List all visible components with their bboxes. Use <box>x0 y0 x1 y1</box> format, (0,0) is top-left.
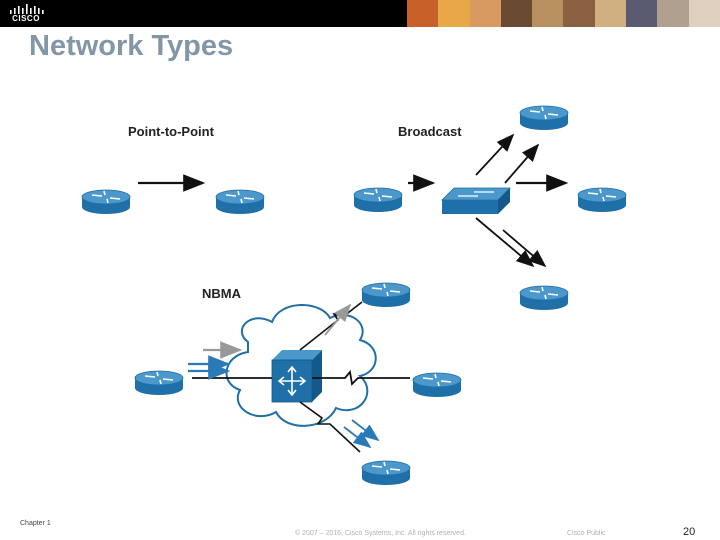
broadcast-router-right <box>577 187 627 213</box>
broadcast-arrow-up-2 <box>504 143 540 184</box>
nbma-arrow-top-gray <box>324 303 352 336</box>
nbma-router-top <box>361 282 411 308</box>
nbma-label: NBMA <box>202 286 242 301</box>
broadcast-arrow-down-2 <box>502 229 547 268</box>
nbma-arrow-bottom-blue <box>343 426 372 449</box>
point-to-point-label: Point-to-Point <box>128 124 215 139</box>
nbma-router-right <box>412 372 462 398</box>
header-photo-9 <box>657 0 689 27</box>
cisco-logo: CISCO <box>8 3 44 25</box>
broadcast-router-bottom <box>519 285 569 311</box>
broadcast-router-left <box>353 187 403 213</box>
header-photo-4 <box>500 0 533 27</box>
broadcast-switch <box>441 187 511 214</box>
nbma-router-left <box>134 370 184 396</box>
broadcast-label: Broadcast <box>398 124 462 139</box>
top-banner: CISCO <box>0 0 720 27</box>
nbma-link-bottom <box>299 401 361 453</box>
slide-title: Network Types <box>29 30 234 62</box>
header-photo-2 <box>438 0 470 27</box>
broadcast-arrow-up-1 <box>475 133 515 176</box>
nbma-arrow-bottom-blue-2 <box>351 419 380 442</box>
nbma-router-bottom <box>361 460 411 486</box>
page-number: 20 <box>683 526 696 538</box>
cisco-logo-text: CISCO <box>12 14 40 23</box>
header-photo-3 <box>469 0 501 27</box>
chapter-label: Chapter 1 <box>20 520 51 527</box>
nbma-link-right <box>312 369 410 386</box>
header-photo-10 <box>688 0 720 27</box>
nbma-frame-switch <box>271 350 322 403</box>
header-photo-7 <box>594 0 627 27</box>
frame-switch-arrows-icon <box>277 365 307 397</box>
header-photo-6 <box>563 0 595 27</box>
cisco-bridge-icon <box>10 4 44 14</box>
header-photo-strip <box>407 0 720 27</box>
broadcast-router-top <box>519 105 569 131</box>
p2p-router-right <box>215 189 265 215</box>
classification-label: Cisco Public <box>567 530 606 537</box>
header-photo-1 <box>407 0 439 27</box>
header-photo-5 <box>532 0 564 27</box>
header-photo-8 <box>626 0 658 27</box>
broadcast-arrow-down-1 <box>475 217 535 268</box>
copyright-notice: © 2007 – 2016, Cisco Systems, Inc. All r… <box>295 530 466 537</box>
p2p-router-left <box>81 189 131 215</box>
